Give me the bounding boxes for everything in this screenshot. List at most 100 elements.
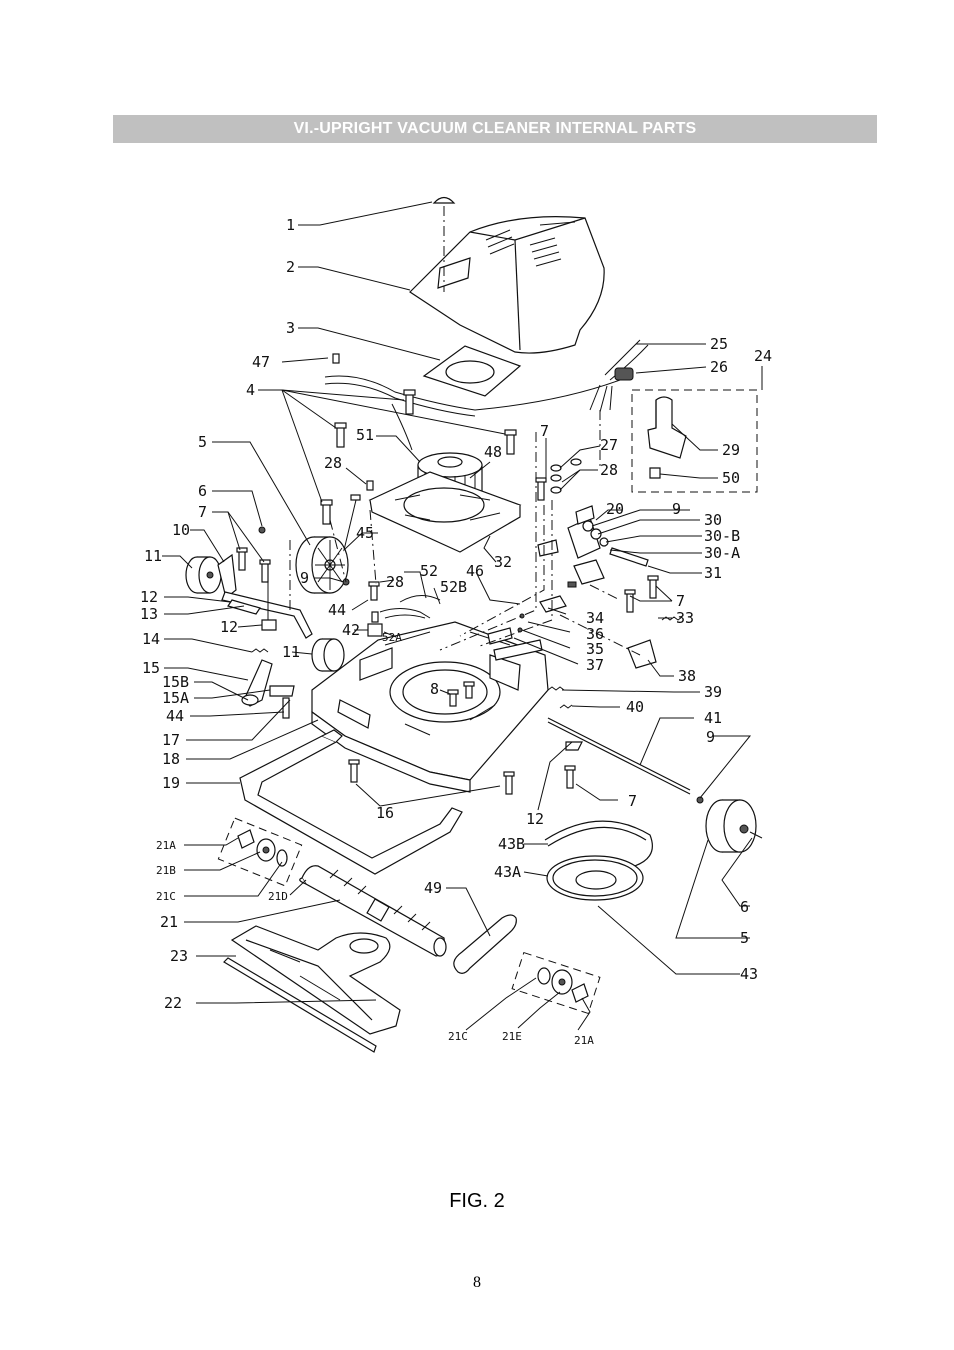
label-part-43a: 43A bbox=[494, 863, 521, 881]
part-26-cord-connector bbox=[615, 368, 633, 380]
part-40-spring bbox=[560, 705, 572, 708]
part-43a-gasket bbox=[547, 856, 643, 900]
label-part-15a: 15A bbox=[162, 689, 189, 707]
part-34-lever bbox=[540, 582, 576, 612]
label-part-20: 20 bbox=[606, 500, 624, 518]
part-10-wheel-bracket bbox=[218, 555, 236, 598]
label-part-38: 38 bbox=[678, 667, 696, 685]
part-29-handle-bracket bbox=[648, 397, 686, 458]
label-part-27: 27 bbox=[600, 436, 618, 454]
label-part-40: 40 bbox=[626, 698, 644, 716]
label-part-11-center: 11 bbox=[282, 643, 300, 661]
label-part-12-lower: 12 bbox=[220, 618, 238, 636]
label-part-14: 14 bbox=[142, 630, 160, 648]
part-39-spring bbox=[548, 687, 564, 690]
label-part-24: 24 bbox=[754, 347, 772, 365]
part-21c-right-washer bbox=[538, 968, 550, 984]
label-part-7-bottom: 7 bbox=[628, 792, 637, 810]
label-part-49: 49 bbox=[424, 879, 442, 897]
label-part-30b: 30-B bbox=[704, 527, 740, 545]
label-part-5-right: 5 bbox=[740, 929, 749, 947]
label-part-42: 42 bbox=[342, 621, 360, 639]
label-part-2: 2 bbox=[286, 258, 295, 276]
part-32-motor-base bbox=[370, 472, 520, 552]
label-part-44-left: 44 bbox=[166, 707, 184, 725]
part-6-washer-left bbox=[259, 527, 265, 533]
part-15a-pedal-plate bbox=[270, 686, 294, 696]
part-28-screw-left bbox=[351, 481, 373, 500]
label-part-29: 29 bbox=[722, 441, 740, 459]
part-21b-left-endcap bbox=[257, 839, 275, 861]
part-5-rear-wheel-right bbox=[706, 800, 756, 852]
label-part-28-center: 28 bbox=[386, 573, 404, 591]
part-21e-right-endcap bbox=[552, 970, 572, 994]
label-part-15: 15 bbox=[142, 659, 160, 677]
label-part-51: 51 bbox=[356, 426, 374, 444]
label-part-21a-right: 21A bbox=[574, 1034, 594, 1047]
label-part-22: 22 bbox=[164, 994, 182, 1012]
part-27-28-washers bbox=[551, 459, 581, 493]
part-21c-left-washer bbox=[277, 850, 287, 866]
label-part-31: 31 bbox=[704, 564, 722, 582]
label-part-16: 16 bbox=[376, 804, 394, 822]
part-44-screw-center bbox=[369, 582, 379, 600]
label-part-45: 45 bbox=[356, 524, 374, 542]
label-part-4: 4 bbox=[246, 381, 255, 399]
label-part-12-bottom: 12 bbox=[526, 810, 544, 828]
label-part-21c-left: 21C bbox=[156, 890, 176, 903]
label-part-21d: 21D bbox=[268, 890, 288, 903]
label-part-37: 37 bbox=[586, 656, 604, 674]
part-21a-left-bearing bbox=[238, 830, 254, 848]
part-14-spring bbox=[252, 649, 268, 652]
part-49-drive-belt bbox=[454, 915, 516, 973]
label-part-17: 17 bbox=[162, 731, 180, 749]
part-7-screw-bottom bbox=[565, 766, 575, 788]
label-part-33: 33 bbox=[676, 609, 694, 627]
part-7-screw-right-upper bbox=[536, 478, 546, 500]
label-part-7-right-upper: 7 bbox=[540, 422, 549, 440]
label-part-39: 39 bbox=[704, 683, 722, 701]
label-part-52a: 52A bbox=[382, 631, 402, 644]
part-12-clip-lower bbox=[262, 620, 276, 630]
label-part-6: 6 bbox=[198, 482, 207, 500]
part-52-switch-wire bbox=[380, 595, 440, 618]
label-part-50: 50 bbox=[722, 469, 740, 487]
label-part-9-center: 9 bbox=[300, 569, 309, 587]
part-7-screws-right bbox=[625, 576, 658, 612]
part-38-latch bbox=[628, 640, 656, 668]
figure-caption: FIG. 2 bbox=[0, 1190, 954, 1213]
part-11-small-wheel-center bbox=[312, 639, 344, 671]
label-part-28-right: 28 bbox=[600, 461, 618, 479]
label-part-11-left: 11 bbox=[144, 547, 162, 565]
label-part-7-left: 7 bbox=[198, 503, 207, 521]
label-part-18: 18 bbox=[162, 750, 180, 768]
label-part-21c-right: 21C bbox=[448, 1030, 468, 1043]
part-21a-right-bearing bbox=[572, 984, 588, 1002]
label-part-21e: 21E bbox=[502, 1030, 522, 1043]
part-2-top-cover bbox=[410, 217, 604, 353]
label-part-41: 41 bbox=[704, 709, 722, 727]
part-47-bolt bbox=[333, 354, 339, 363]
part-bracket-small bbox=[538, 540, 558, 556]
label-part-12-upper: 12 bbox=[140, 588, 158, 606]
label-part-43: 43 bbox=[740, 965, 758, 983]
label-part-13: 13 bbox=[140, 605, 158, 623]
label-part-9-right-upper: 9 bbox=[672, 500, 681, 518]
label-part-44-center: 44 bbox=[328, 601, 346, 619]
label-part-46: 46 bbox=[466, 562, 484, 580]
label-part-5: 5 bbox=[198, 433, 207, 451]
label-part-6-right: 6 bbox=[740, 898, 749, 916]
label-part-43b: 43B bbox=[498, 835, 525, 853]
part-17-screw bbox=[283, 698, 289, 718]
label-part-47: 47 bbox=[252, 353, 270, 371]
label-part-48: 48 bbox=[484, 443, 502, 461]
label-part-52: 52 bbox=[420, 562, 438, 580]
part-1-cap bbox=[434, 198, 454, 204]
label-part-3: 3 bbox=[286, 319, 295, 337]
part-7-screws-left bbox=[237, 548, 270, 582]
label-part-8: 8 bbox=[430, 680, 439, 698]
label-part-28-left: 28 bbox=[324, 454, 342, 472]
label-part-52b: 52B bbox=[440, 578, 467, 596]
page-number: 8 bbox=[0, 1274, 954, 1292]
label-part-10: 10 bbox=[172, 521, 190, 539]
